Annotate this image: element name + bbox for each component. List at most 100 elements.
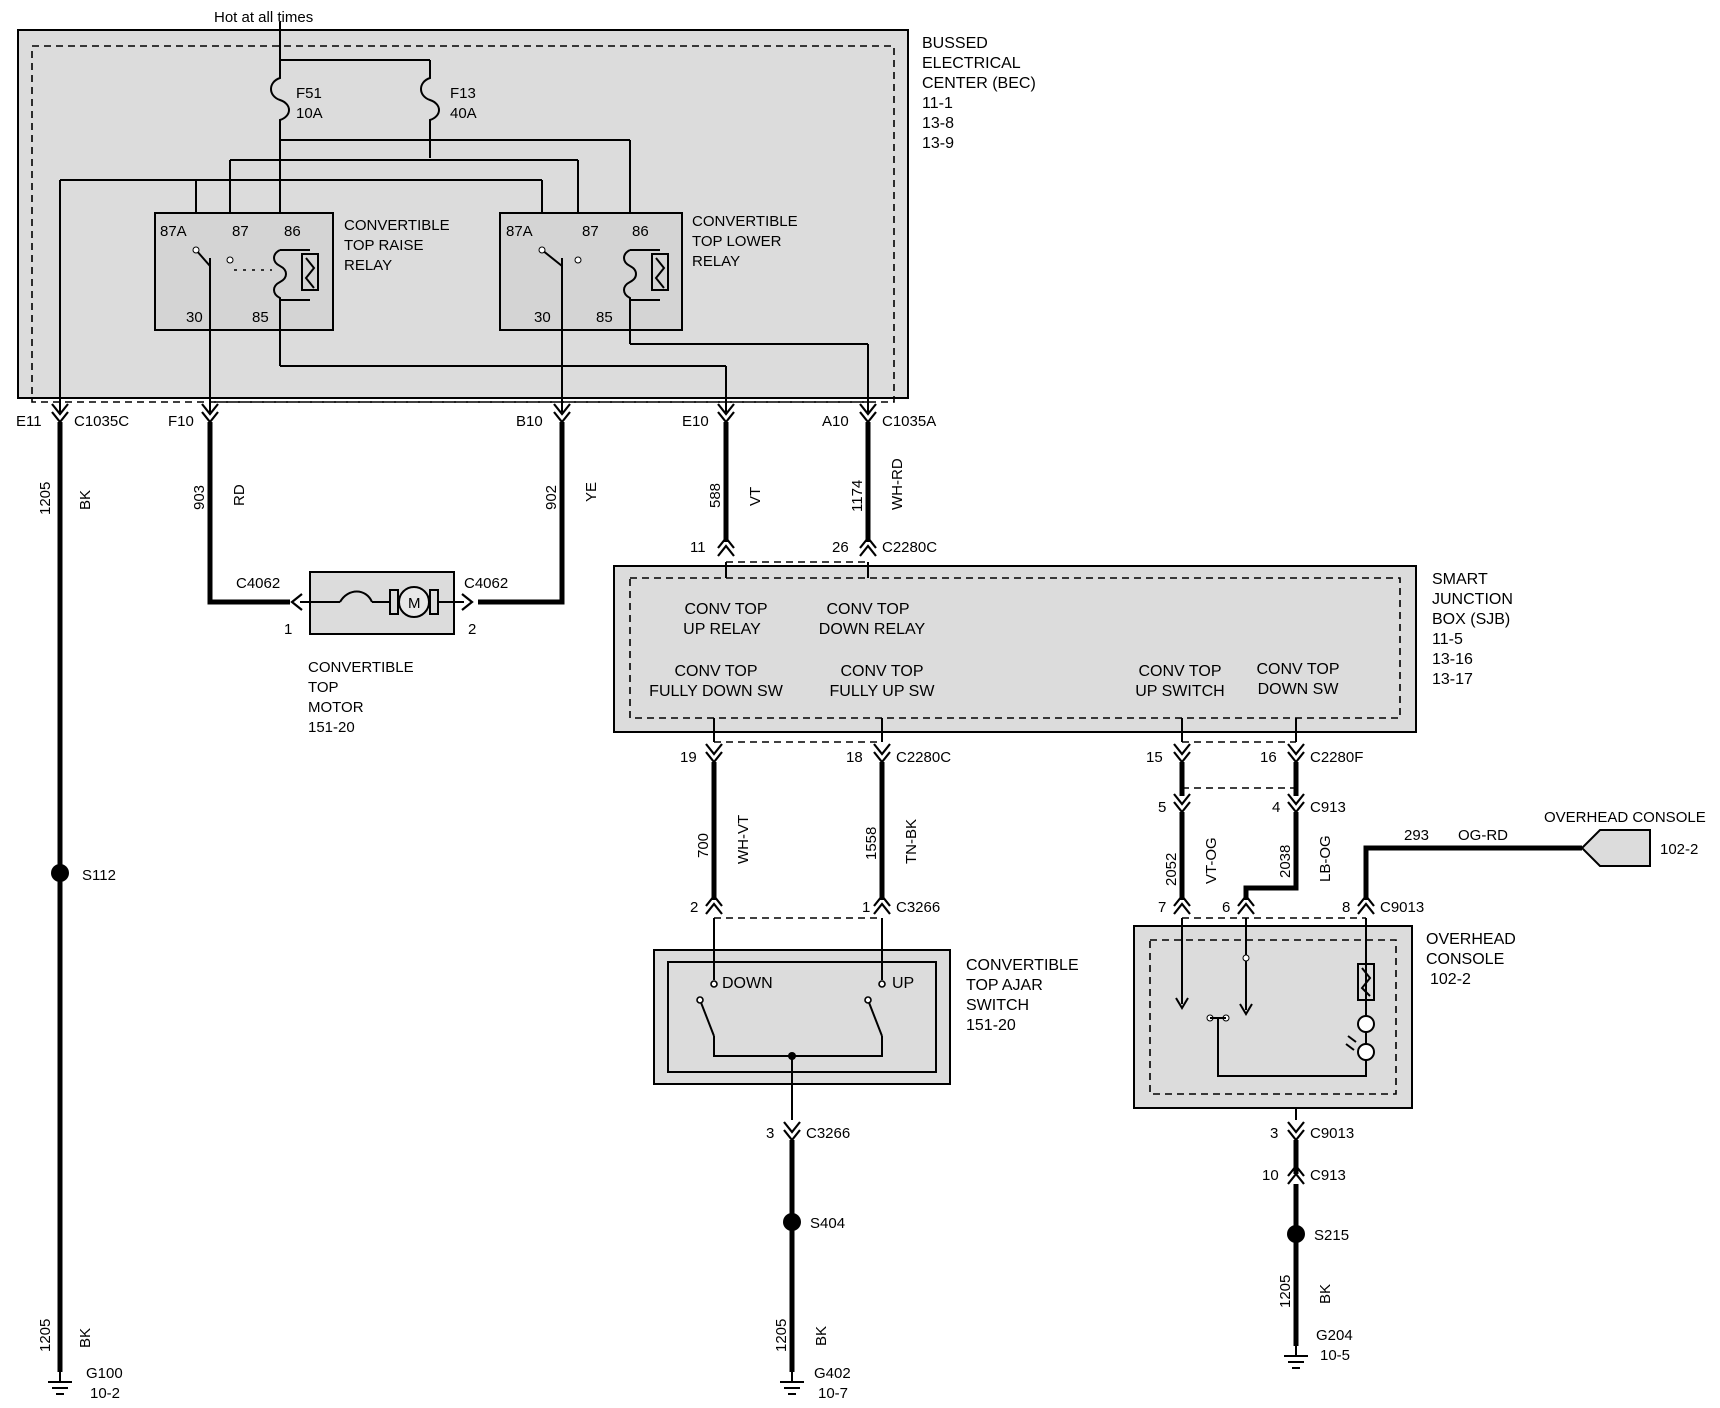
sjb-conn-bottom-left: C2280C	[896, 749, 951, 766]
sjb-pin-16: 16	[1260, 749, 1277, 766]
motor-symbol: M	[408, 595, 421, 612]
fuse-f51-name: F51	[296, 85, 322, 102]
c3266-bottom-conn: C3266	[806, 1125, 850, 1142]
splice-s215	[1287, 1225, 1305, 1243]
c3266-conn-top: C3266	[896, 899, 940, 916]
bec-inner-outline	[31, 45, 895, 403]
sjb-top-chevrons	[717, 536, 877, 557]
overhead-console-inner	[1149, 939, 1397, 1095]
raise-relay-labels: 87A 87 86 30 85 CONVERTIBLE TOP RAISE RE…	[160, 217, 450, 326]
raise-relay-internals	[192, 246, 319, 330]
ground-g402-icon	[780, 1372, 804, 1395]
sjb-down-sw: CONV TOP	[1257, 661, 1340, 678]
splice-s404-label: S404	[810, 1215, 845, 1232]
raise-relay-title: TOP RAISE	[344, 237, 423, 254]
c3266-bottom-pin: 3	[766, 1125, 774, 1142]
offpage-console-title: OVERHEAD CONSOLE	[1544, 809, 1706, 826]
wire-903	[207, 422, 290, 605]
raise-pin-86: 86	[284, 223, 301, 240]
overhead-console-title: OVERHEAD CONSOLE 102-2	[1426, 931, 1516, 988]
ground-g100-ref: 10-2	[90, 1385, 120, 1402]
sjb-title-line: 13-17	[1432, 671, 1473, 688]
wire-1205-right-color: BK	[1317, 1284, 1334, 1304]
sjb-bottom-pin-labels: 19 18 C2280C 15 16 C2280F	[680, 749, 1363, 766]
lower-relay-title: RELAY	[692, 253, 740, 270]
lower-relay-title: CONVERTIBLE	[692, 213, 798, 230]
bec-title-line: BUSSED	[922, 35, 988, 52]
offpage-connector-icon	[1580, 829, 1651, 867]
c9013-bottom-conn: C9013	[1310, 1125, 1354, 1142]
motor-title: MOTOR	[308, 699, 364, 716]
console-title-line: 102-2	[1430, 971, 1471, 988]
wire-1205-mid-color: BK	[813, 1326, 830, 1346]
wire-293	[1363, 845, 1582, 900]
wire-902	[478, 422, 565, 605]
sjb-title-line: 13-16	[1432, 651, 1473, 668]
ajar-up-label: UP	[892, 975, 914, 992]
bec-title-line: CENTER (BEC)	[922, 75, 1036, 92]
ajar-title-line: TOP AJAR	[966, 977, 1043, 994]
c913-top-chevrons	[1173, 793, 1305, 814]
wire-588-circuit: 588	[707, 483, 724, 508]
wire-1558-color: TN-BK	[903, 819, 920, 864]
sjb-conn-top: C2280C	[882, 539, 937, 556]
c3266-pin-1: 1	[862, 899, 870, 916]
c9013-pin-8: 8	[1342, 899, 1350, 916]
wire-1205-left-circuit: 1205	[37, 482, 54, 515]
c3266-pin-2: 2	[690, 899, 698, 916]
raise-relay-title: CONVERTIBLE	[344, 217, 450, 234]
sjb-title-line: JUNCTION	[1432, 591, 1513, 608]
wire-1205-right-circuit: 1205	[1277, 1275, 1294, 1308]
wire-1174-circuit: 1174	[849, 480, 866, 512]
raise-relay-coil-icon	[273, 249, 287, 312]
sjb-bottom-stubs	[713, 718, 1297, 742]
fuse-f51-rating: 10A	[296, 105, 323, 122]
console-title-line: OVERHEAD	[1426, 931, 1516, 948]
sjb-down-sw: DOWN SW	[1258, 681, 1340, 698]
wire-2038-circuit: 2038	[1277, 845, 1294, 878]
ajar-title-line: SWITCH	[966, 997, 1029, 1014]
c913-pin-4: 4	[1272, 799, 1280, 816]
sjb-down-relay: CONV TOP	[827, 601, 910, 618]
bec-title-line: 11-1	[922, 95, 953, 112]
bec-title: BUSSED ELECTRICAL CENTER (BEC) 11-1 13-8…	[922, 35, 1036, 152]
motor-pin-right: 2	[468, 621, 476, 638]
wire-588-color: VT	[747, 487, 764, 506]
sjb-internal-labels: CONV TOP UP RELAY CONV TOP DOWN RELAY CO…	[649, 601, 1339, 700]
sjb-bottom-chevrons	[705, 743, 1305, 764]
pin-a10: A10	[822, 413, 849, 430]
splice-s215-label: S215	[1314, 1227, 1349, 1244]
overhead-console-internals	[1175, 918, 1375, 1077]
wire-2052-circuit: 2052	[1163, 853, 1180, 886]
ajar-switch-inner	[667, 961, 937, 1073]
wire-1205-mid-circuit: 1205	[773, 1319, 790, 1352]
raise-pin-30: 30	[186, 309, 203, 326]
sjb-pin-26: 26	[832, 539, 849, 556]
c3266-top-chevrons	[705, 894, 891, 915]
sjb-up-relay: CONV TOP	[685, 601, 768, 618]
c9013-conn: C9013	[1380, 899, 1424, 916]
lower-relay-internals	[538, 246, 669, 330]
raise-pin-85: 85	[252, 309, 269, 326]
bec-pin-labels: E11 C1035C F10 B10 E10 A10 C1035A	[16, 413, 936, 430]
c913-bottom-chevrons	[1287, 1164, 1305, 1185]
c913-top-labels: 5 4 C913	[1158, 799, 1346, 816]
wire-902-circuit: 902	[543, 485, 560, 510]
motor-title: 151-20	[308, 719, 355, 736]
lower-pin-87: 87	[582, 223, 599, 240]
ajar-down-label: DOWN	[722, 975, 773, 992]
splice-s112	[51, 864, 69, 882]
splice-s112-label: S112	[82, 867, 116, 884]
lower-relay-coil-icon	[623, 249, 637, 312]
lower-pin-30: 30	[534, 309, 551, 326]
ajar-title-line: CONVERTIBLE	[966, 957, 1079, 974]
motor-title: CONVERTIBLE	[308, 659, 414, 676]
c913-bottom-conn: C913	[1310, 1167, 1346, 1184]
wire-1174-color: WH-RD	[889, 458, 906, 510]
wire-1205-left-color-2: BK	[77, 1328, 94, 1348]
ajar-switch-title: CONVERTIBLE TOP AJAR SWITCH 151-20	[966, 957, 1079, 1034]
sjb-up-switch: UP SWITCH	[1135, 683, 1224, 700]
wire-1558-circuit: 1558	[863, 827, 880, 860]
offpage-console-ref: 102-2	[1660, 841, 1698, 858]
